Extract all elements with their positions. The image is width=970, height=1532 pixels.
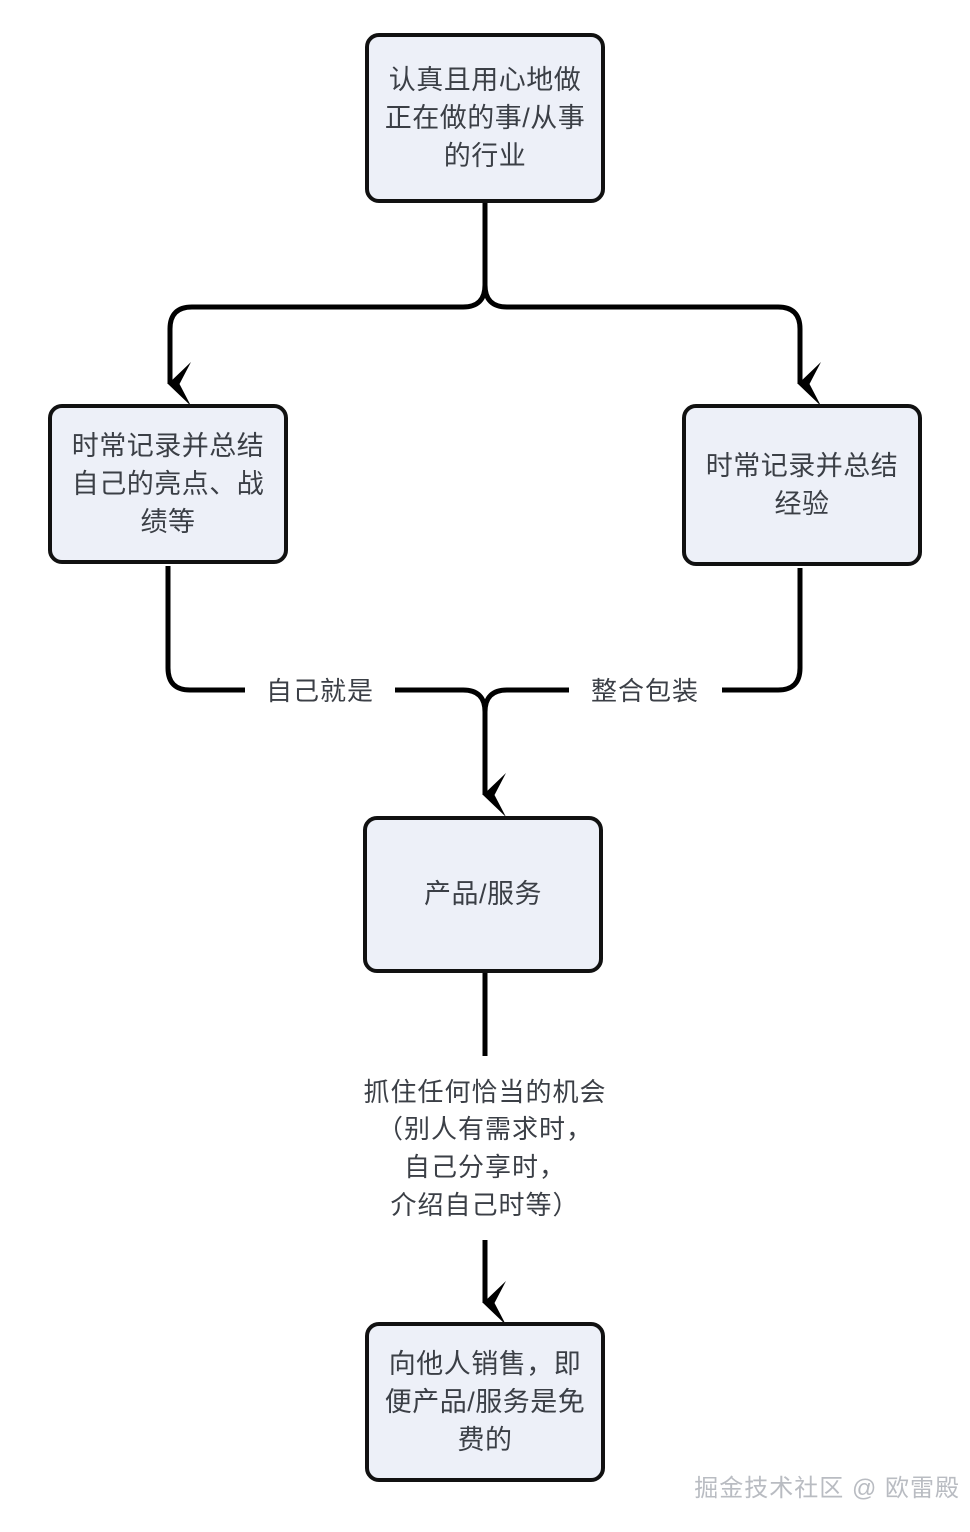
- node-product-service[interactable]: 产品/服务: [363, 816, 603, 973]
- edge-left-to-product-b: [394, 687, 506, 817]
- node-record-highlights[interactable]: 时常记录并总结 自己的亮点、战 绩等: [48, 404, 288, 564]
- edge-right-to-product-a: [722, 568, 803, 693]
- edge-label-integrate-package: 整合包装: [570, 672, 720, 712]
- edge-label-self-is: 自己就是: [245, 672, 395, 712]
- edge-right-to-product-b: [482, 687, 569, 795]
- edge-top-to-right: [482, 203, 821, 406]
- node-sell-to-others[interactable]: 向他人销售，即 便产品/服务是免 费的: [365, 1322, 605, 1482]
- node-do-work-seriously[interactable]: 认真且用心地做 正在做的事/从事 的行业: [365, 33, 605, 203]
- node-record-experience[interactable]: 时常记录并总结 经验: [682, 404, 922, 566]
- edge-label-seize-opportunity: 抓住任何恰当的机会 （别人有需求时， 自己分享时， 介绍自己时等）: [330, 1058, 640, 1240]
- watermark-text: 掘金技术社区 @ 欧雷殿: [694, 1475, 960, 1502]
- edge-top-to-left: [167, 203, 488, 406]
- edge-left-to-product-a: [165, 566, 245, 693]
